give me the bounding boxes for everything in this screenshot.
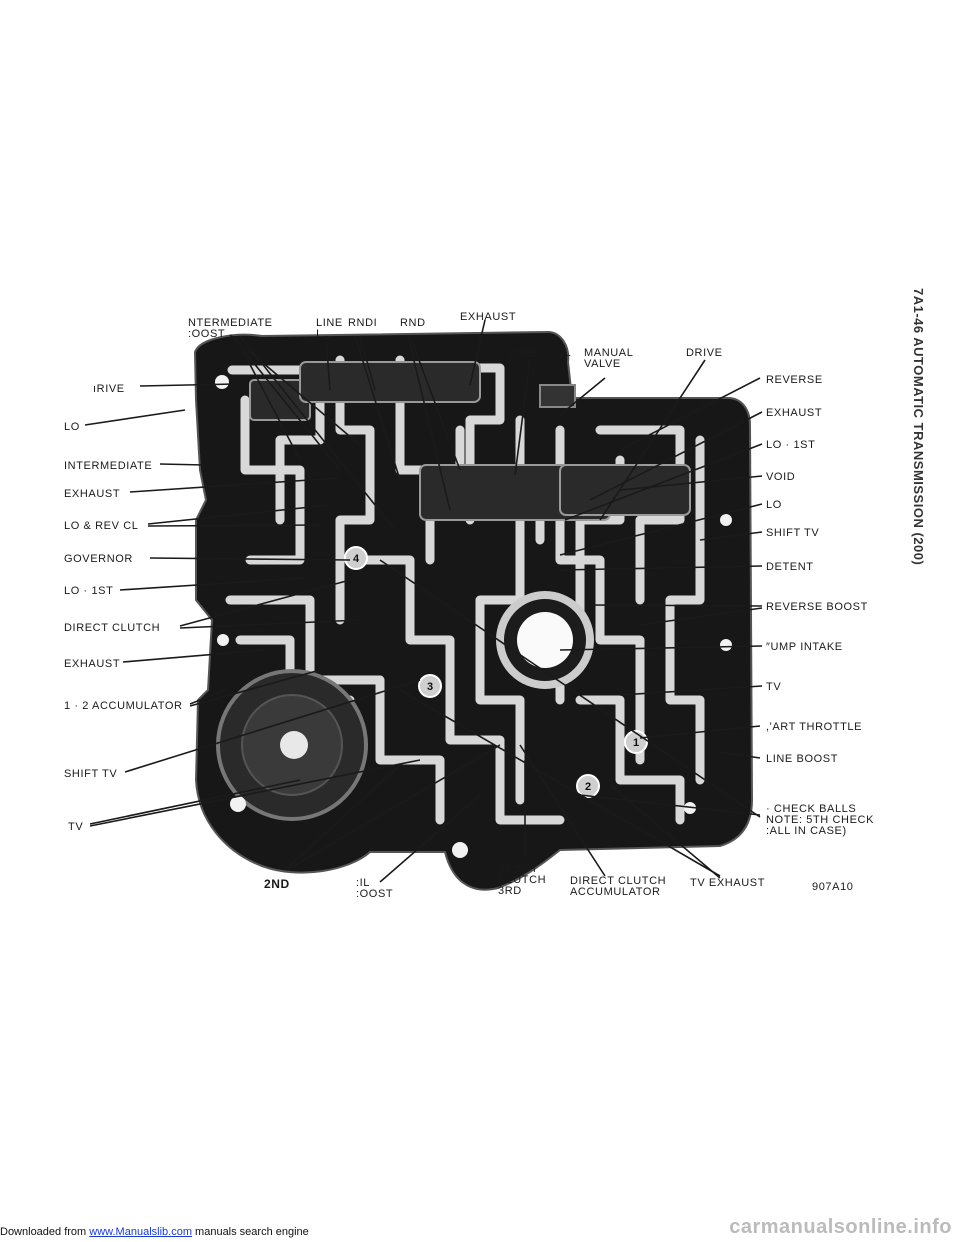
label-lo-left: LO	[64, 421, 80, 433]
label-governor: GOVERNOR	[64, 553, 133, 565]
label-tv-exhaust: TV EXHAUST	[690, 877, 765, 889]
check-ball	[418, 674, 442, 698]
label-exhaust-top: EXHAUST	[460, 311, 516, 323]
label-tv-left: TV	[68, 821, 83, 833]
label-1-2-accumulator: 1 · 2 ACCUMULATOR	[64, 700, 183, 712]
valve-body-plate	[193, 330, 754, 891]
side-header: 7A1-46 AUTOMATIC TRANSMISSION (200)	[892, 288, 932, 908]
label-lo-1st-right: LO · 1ST	[766, 439, 815, 451]
check-ball	[576, 774, 600, 798]
label-reverse-boost: REVERSE BOOST	[766, 601, 868, 613]
footer: Downloaded from www.Manualslib.com manua…	[0, 1226, 309, 1238]
label-lo-right: LO	[766, 499, 782, 511]
label-tv-right: TV	[766, 681, 781, 693]
label-rndi: RNDI	[348, 317, 377, 329]
check-balls: 4 3 2 1	[344, 546, 648, 798]
label-direct-clutch-left: DIRECT CLUTCH	[64, 622, 160, 634]
label-void: VOID	[766, 471, 795, 483]
check-ball-number: 4	[353, 553, 360, 565]
label-exhaust-right: EXHAUST	[766, 407, 822, 419]
label-drive-top: DRIVE	[686, 347, 723, 359]
label-line-boost: LINE BOOST	[766, 753, 838, 765]
label-reverse: REVERSE	[766, 374, 823, 386]
label-lo-1st-left: LO · 1ST	[64, 585, 113, 597]
label-lo-rev-cl: LO & REV CL	[64, 520, 138, 532]
figure-id: 907A10	[812, 881, 854, 893]
manualslib-link[interactable]: www.Manualslib.com	[89, 1226, 192, 1238]
label-exhaust-left: EXHAUST	[64, 488, 120, 500]
check-ball-number: 2	[585, 781, 591, 793]
label-drive-left: ıRIVE	[93, 383, 125, 395]
footer-prefix: Downloaded from	[0, 1226, 87, 1238]
label-shift-tv-left: SHIFT TV	[64, 768, 117, 780]
check-ball	[344, 546, 368, 570]
footer-suffix: manuals search engine	[195, 1226, 309, 1238]
label-shift-tv-right: SHIFT TV	[766, 527, 819, 539]
label-detent: DETENT	[766, 561, 814, 573]
label-part-throttle: ,'ART THROTTLE	[766, 721, 862, 733]
side-title: 7A1-46 AUTOMATIC TRANSMISSION (200)	[911, 288, 926, 566]
label-exhaust-left-2: EXHAUST	[64, 658, 120, 670]
label-2nd: 2ND	[264, 877, 290, 891]
label-rnd: RND	[400, 317, 426, 329]
label-direct-cl: DIRECT CL	[508, 347, 571, 359]
leader-lines	[84, 319, 763, 883]
label-il-boost: :IL:OOST	[356, 877, 393, 900]
label-intermediate-left: INTERMEDIATE	[64, 460, 152, 472]
watermark: carmanualsonline.info	[729, 1216, 952, 1238]
label-intermediate-boost: NTERMEDIATE:OOST	[188, 317, 273, 340]
check-ball-number: 3	[427, 681, 433, 693]
label-pump-intake: ″UMP INTAKE	[766, 641, 843, 653]
check-ball-number: 1	[633, 737, 639, 749]
